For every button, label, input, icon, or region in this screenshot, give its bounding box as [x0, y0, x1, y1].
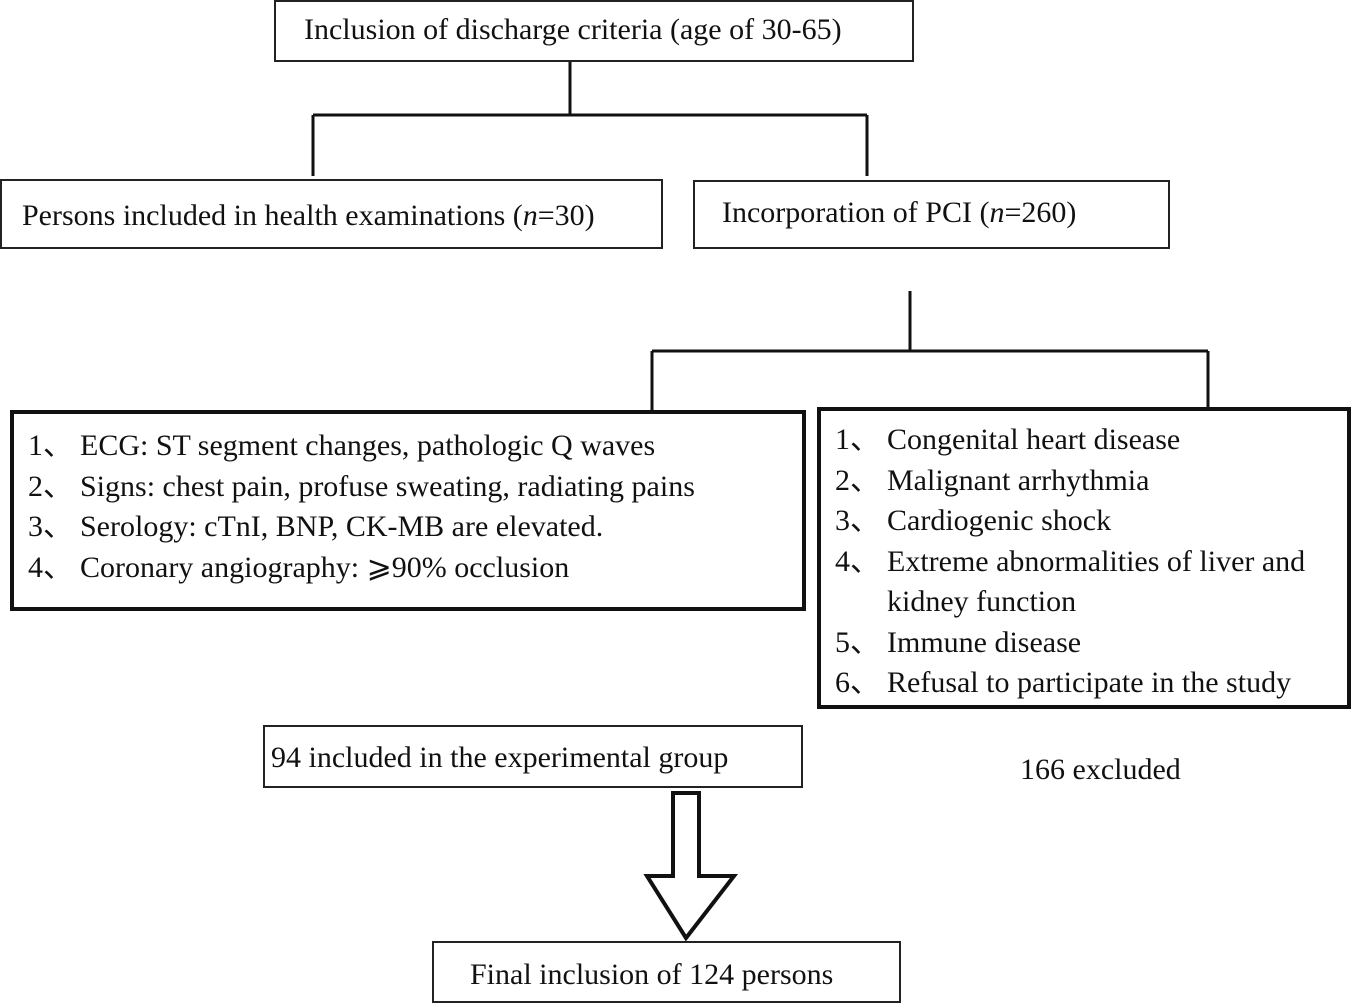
- n-symbol: n: [989, 196, 1005, 229]
- list-item: 2、Signs: chest pain, profuse sweating, r…: [28, 469, 695, 503]
- list-item: 5、Immune disease: [835, 625, 1082, 659]
- health-examinations-text: Persons included in health examinations …: [22, 199, 595, 232]
- n-symbol: n: [522, 199, 538, 232]
- health-examinations-box: Persons included in health examinations …: [0, 179, 663, 249]
- list-item: 2、Malignant arrhythmia: [835, 463, 1150, 497]
- exclusion-criteria-box: 1、Congenital heart disease 2、Malignant a…: [817, 407, 1351, 709]
- experimental-group-text: 94 included in the experimental group: [271, 741, 729, 774]
- diagnostic-criteria-box: 1、ECG: ST segment changes, pathologic Q …: [10, 410, 806, 611]
- list-item: 4、Coronary angiography: ⩾90% occlusion: [28, 550, 570, 584]
- list-item: 6、Refusal to participate in the study: [835, 666, 1292, 699]
- exclusion-criteria-list: 1、Congenital heart disease 2、Malignant a…: [835, 420, 1351, 704]
- final-inclusion-text: Final inclusion of 124 persons: [470, 958, 834, 991]
- list-item: 1、Congenital heart disease: [835, 423, 1181, 456]
- pci-text: Incorporation of PCI (n=260): [722, 196, 1077, 229]
- diagnostic-criteria-list: 1、ECG: ST segment changes, pathologic Q …: [28, 426, 695, 588]
- down-arrow-icon: [643, 791, 739, 942]
- inclusion-criteria-box: Inclusion of discharge criteria (age of …: [274, 0, 914, 62]
- pci-box: Incorporation of PCI (n=260): [693, 180, 1170, 249]
- list-item: 3、Serology: cTnI, BNP, CK-MB are elevate…: [28, 510, 604, 543]
- final-inclusion-box: Final inclusion of 124 persons: [432, 941, 901, 1003]
- experimental-group-box: 94 included in the experimental group: [263, 725, 803, 788]
- list-item: 3、Cardiogenic shock: [835, 504, 1112, 537]
- inclusion-criteria-text: Inclusion of discharge criteria (age of …: [304, 13, 842, 46]
- list-item: 4、Extreme abnormalities of liver and kid…: [835, 544, 1306, 619]
- excluded-count-text: 166 excluded: [1020, 753, 1181, 786]
- list-item: 1、ECG: ST segment changes, pathologic Q …: [28, 429, 656, 462]
